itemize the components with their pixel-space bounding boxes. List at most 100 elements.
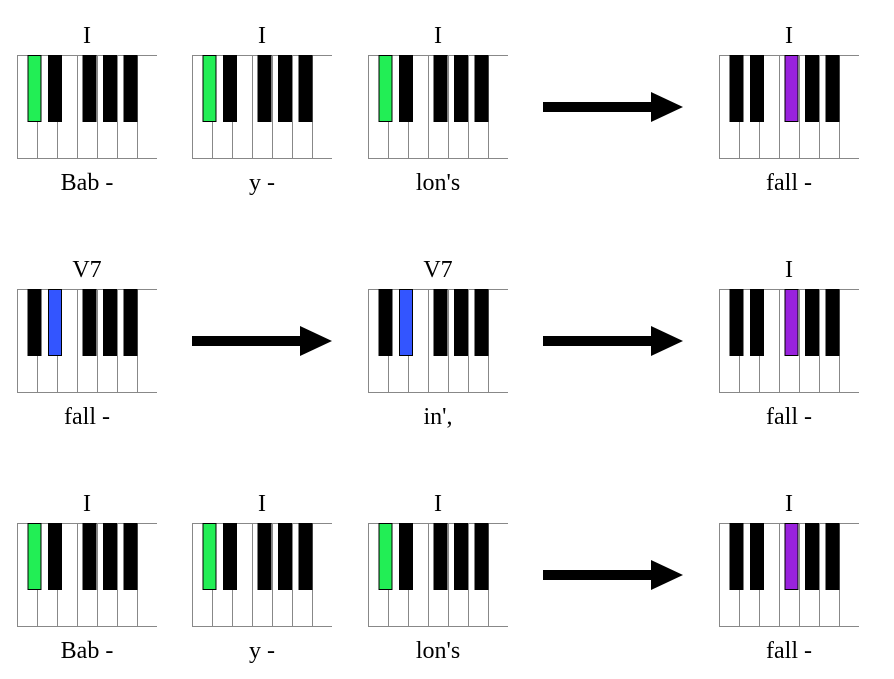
highlighted-key bbox=[27, 55, 42, 122]
black-key bbox=[454, 523, 468, 590]
chord-cell: V7 fall - bbox=[17, 256, 157, 431]
black-key bbox=[257, 523, 272, 590]
lyric-syllable: y - bbox=[249, 170, 275, 196]
lyric-syllable: y - bbox=[249, 638, 275, 664]
black-key bbox=[729, 55, 744, 122]
black-key bbox=[103, 55, 117, 122]
highlighted-key bbox=[784, 289, 799, 356]
chord-symbol: I bbox=[785, 23, 793, 49]
black-key bbox=[433, 55, 448, 122]
black-key bbox=[825, 289, 840, 356]
black-key bbox=[123, 523, 138, 590]
white-key bbox=[839, 55, 859, 159]
black-key bbox=[278, 523, 292, 590]
chord-symbol: I bbox=[83, 491, 91, 517]
black-key bbox=[805, 289, 819, 356]
chord-symbol: V7 bbox=[423, 257, 453, 283]
white-key bbox=[137, 523, 157, 627]
black-key bbox=[103, 523, 117, 590]
chord-symbol: V7 bbox=[72, 257, 102, 283]
lyric-syllable: fall - bbox=[64, 404, 110, 430]
right-arrow-icon bbox=[543, 326, 683, 356]
white-key bbox=[312, 523, 332, 627]
lyric-syllable: fall - bbox=[766, 404, 812, 430]
black-key bbox=[729, 289, 744, 356]
piano-keyboard bbox=[368, 289, 508, 393]
black-key bbox=[257, 55, 272, 122]
black-key bbox=[223, 55, 237, 122]
highlighted-key bbox=[202, 55, 217, 122]
right-arrow-icon bbox=[192, 326, 332, 356]
chord-symbol: I bbox=[785, 491, 793, 517]
black-key bbox=[82, 55, 97, 122]
lyric-syllable: lon's bbox=[415, 638, 461, 664]
piano-keyboard bbox=[192, 55, 332, 159]
piano-keyboard bbox=[368, 523, 508, 627]
piano-keyboard bbox=[719, 289, 859, 393]
black-key bbox=[48, 523, 62, 590]
highlighted-key bbox=[784, 523, 799, 590]
lyric-syllable: lon's bbox=[415, 170, 461, 196]
black-key bbox=[103, 289, 117, 356]
piano-keyboard bbox=[17, 55, 157, 159]
black-key bbox=[474, 55, 489, 122]
highlighted-key bbox=[399, 289, 413, 356]
black-key bbox=[48, 55, 62, 122]
black-key bbox=[825, 55, 840, 122]
white-key bbox=[488, 289, 508, 393]
white-key bbox=[839, 523, 859, 627]
black-key bbox=[82, 289, 97, 356]
black-key bbox=[750, 289, 764, 356]
right-arrow-icon bbox=[543, 92, 683, 122]
lyric-syllable: in', bbox=[423, 404, 453, 430]
black-key bbox=[825, 523, 840, 590]
highlighted-key bbox=[784, 55, 799, 122]
right-arrow-icon bbox=[543, 560, 683, 590]
black-key bbox=[27, 289, 42, 356]
highlighted-key bbox=[48, 289, 62, 356]
black-key bbox=[433, 523, 448, 590]
highlighted-key bbox=[202, 523, 217, 590]
black-key bbox=[278, 55, 292, 122]
lyric-syllable: Bab - bbox=[60, 170, 114, 196]
white-key bbox=[137, 289, 157, 393]
black-key bbox=[454, 55, 468, 122]
piano-keyboard bbox=[17, 289, 157, 393]
white-key bbox=[839, 289, 859, 393]
black-key bbox=[123, 289, 138, 356]
black-key bbox=[805, 523, 819, 590]
chord-symbol: I bbox=[434, 491, 442, 517]
black-key bbox=[805, 55, 819, 122]
piano-keyboard bbox=[17, 523, 157, 627]
piano-keyboard bbox=[719, 55, 859, 159]
black-key bbox=[729, 523, 744, 590]
piano-keyboard bbox=[192, 523, 332, 627]
chord-symbol: I bbox=[434, 23, 442, 49]
black-key bbox=[474, 289, 489, 356]
white-key bbox=[488, 523, 508, 627]
white-key bbox=[137, 55, 157, 159]
piano-keyboard bbox=[719, 523, 859, 627]
lyric-syllable: fall - bbox=[766, 638, 812, 664]
black-key bbox=[454, 289, 468, 356]
piano-keyboard bbox=[368, 55, 508, 159]
white-key bbox=[312, 55, 332, 159]
chord-cell: V7 in', bbox=[368, 256, 508, 431]
chord-symbol: I bbox=[258, 491, 266, 517]
black-key bbox=[223, 523, 237, 590]
black-key bbox=[399, 523, 413, 590]
black-key bbox=[433, 289, 448, 356]
black-key bbox=[750, 523, 764, 590]
chord-symbol: I bbox=[258, 23, 266, 49]
black-key bbox=[399, 55, 413, 122]
lyric-syllable: fall - bbox=[766, 170, 812, 196]
